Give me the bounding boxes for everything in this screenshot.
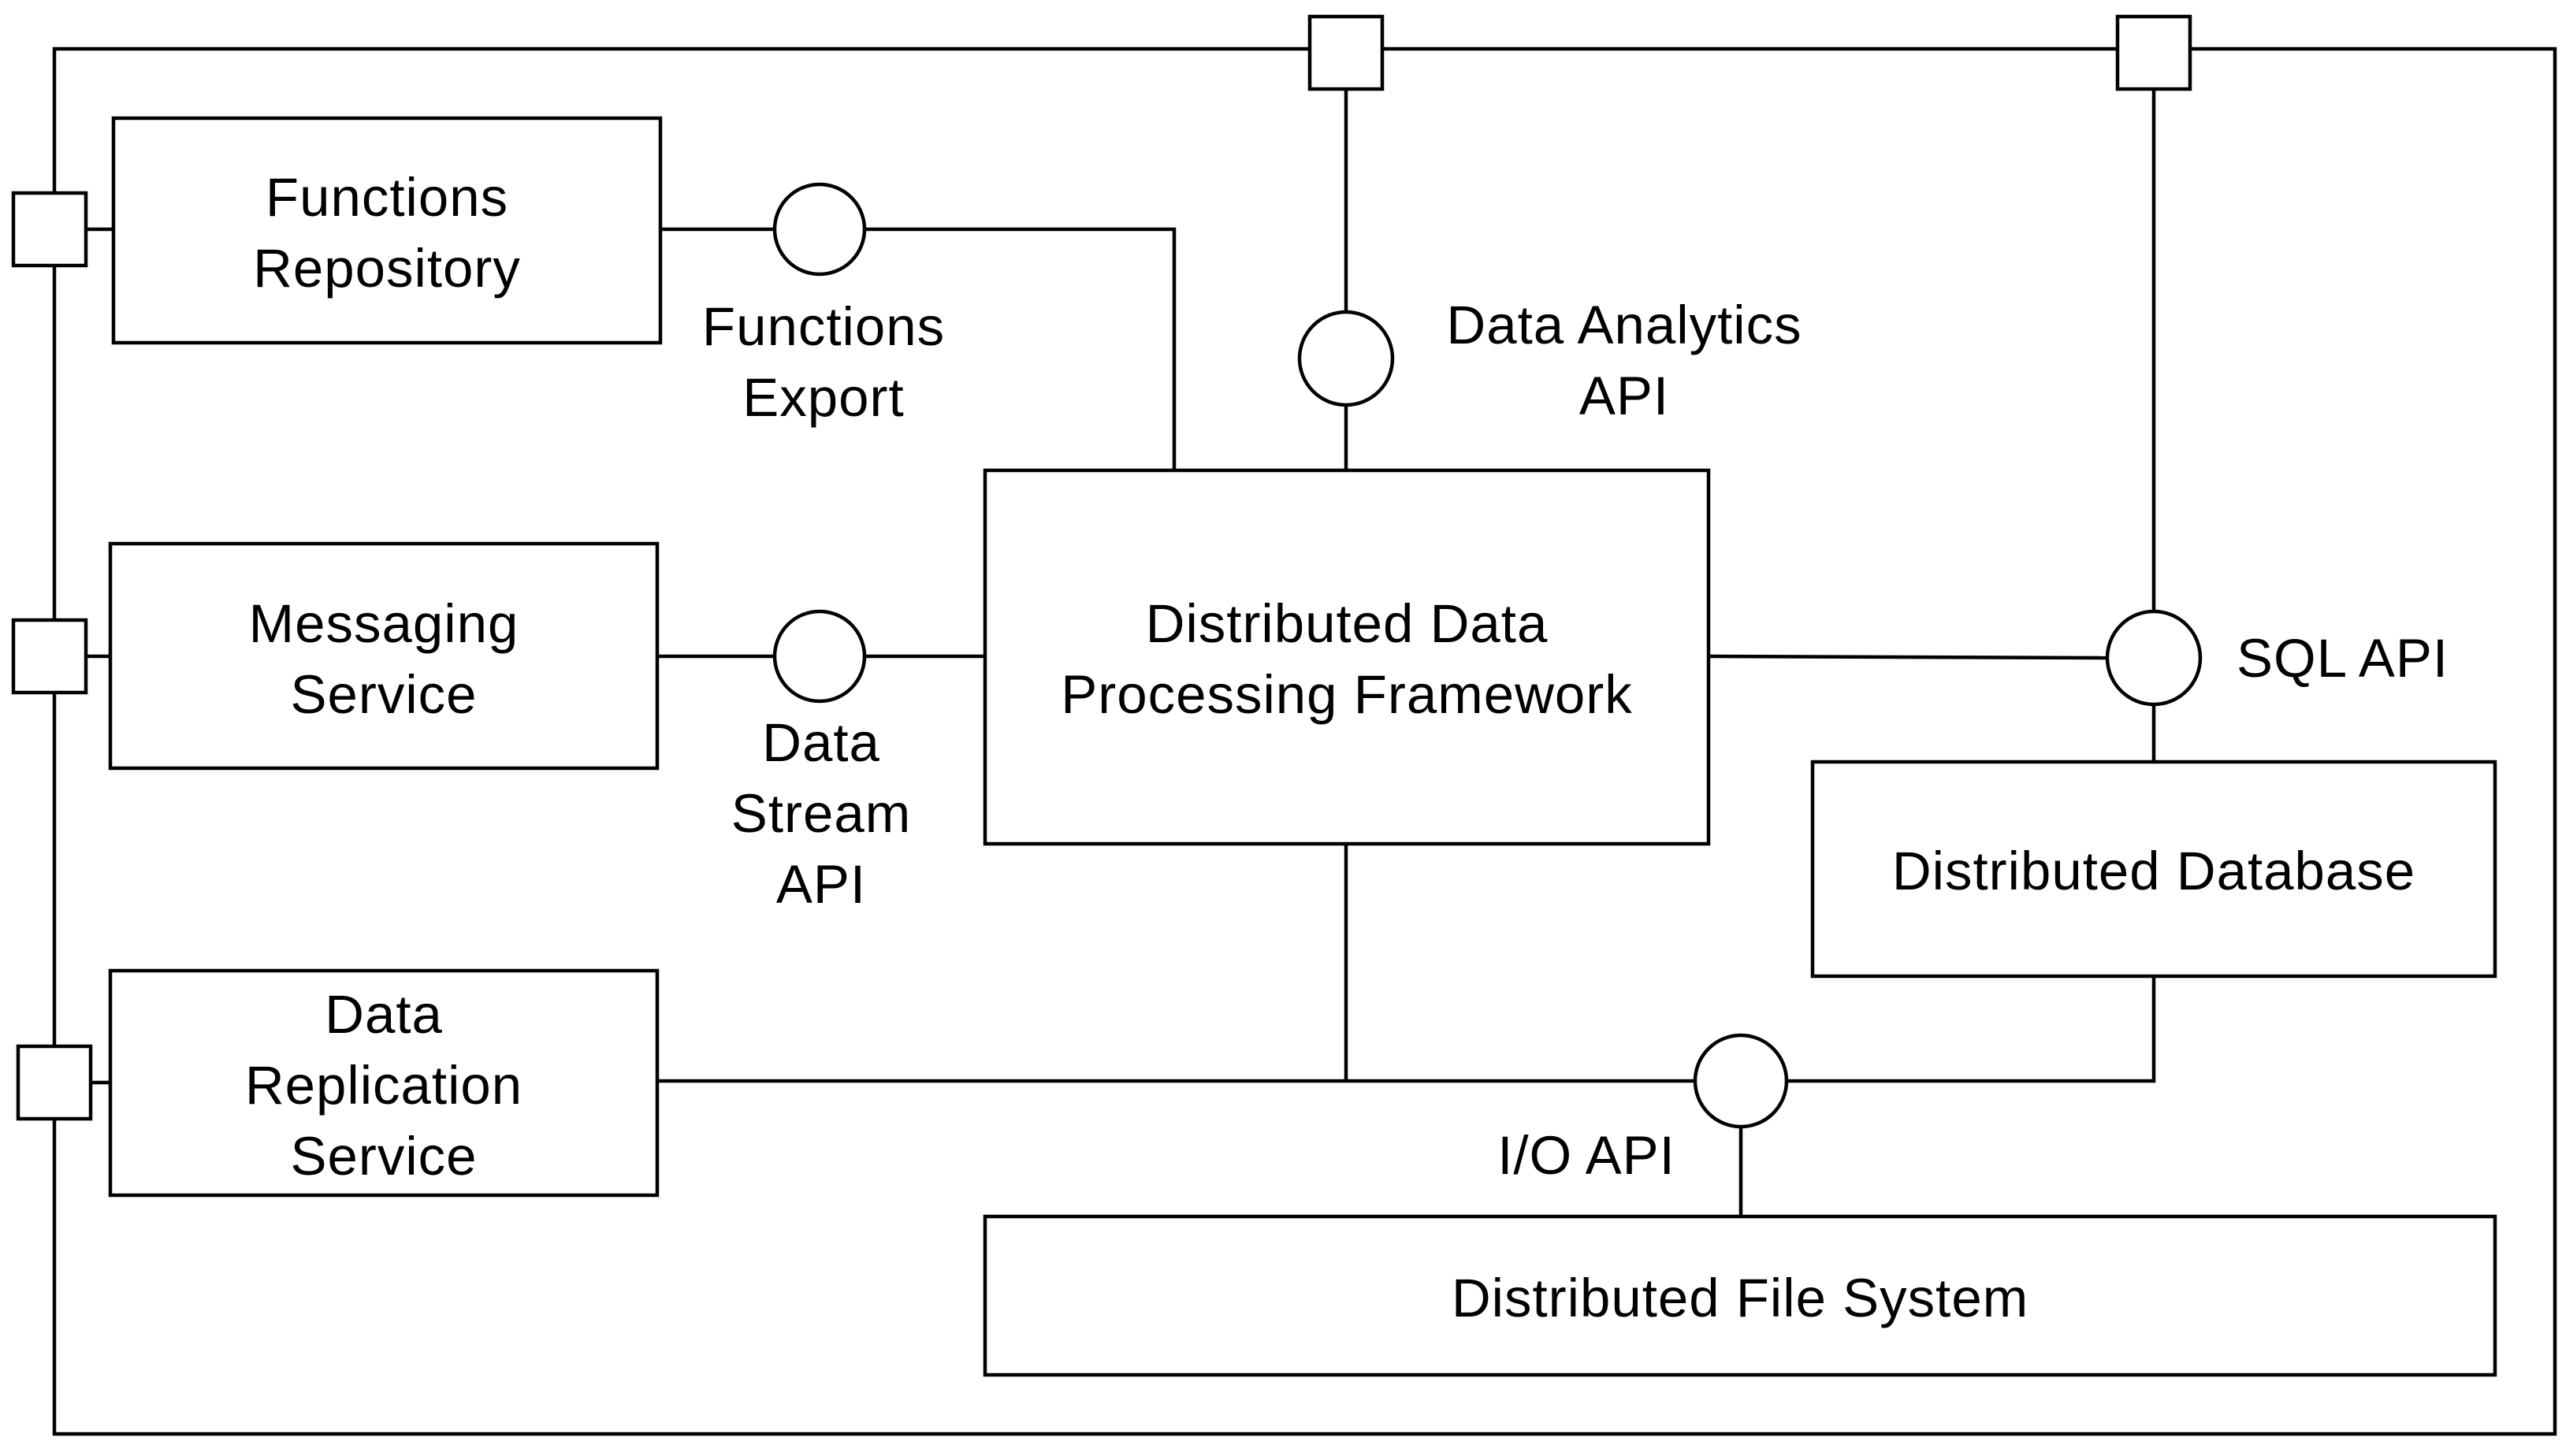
io-api-icon: [1693, 1033, 1789, 1129]
interface-functions-export: Functions Export: [702, 182, 945, 428]
data-analytics-api-label-line2: API: [1579, 366, 1669, 426]
framework-label-line2: Processing Framework: [1061, 664, 1633, 725]
functions-repository-box: [111, 116, 663, 345]
distributed-file-system-box: [983, 1214, 2497, 1377]
sql-api-icon: [2105, 609, 2203, 707]
port-functions-repository: [11, 191, 88, 268]
data-stream-api-label-line2: Stream: [731, 783, 911, 844]
interface-io-api: I/O API: [1497, 1033, 1789, 1186]
data-replication-service-label-line3: Service: [290, 1126, 477, 1187]
functions-export-icon: [772, 182, 867, 277]
interface-data-stream-api: Data Stream API: [731, 609, 911, 915]
data-analytics-api-icon: [1297, 310, 1395, 407]
interface-sql-api: SQL API: [2105, 609, 2449, 707]
functions-repository-label-line1: Functions: [266, 167, 508, 228]
framework-box: [983, 468, 1711, 846]
connector-framework-sql: [1708, 654, 2109, 660]
data-replication-service-box: [108, 968, 660, 1198]
sql-api-label: SQL API: [2237, 628, 2449, 689]
connector-database-io: [1786, 976, 2156, 1083]
data-analytics-api-label-line1: Data Analytics: [1446, 295, 1802, 355]
distributed-database-box: [1810, 760, 2497, 979]
messaging-service-label-line1: Messaging: [249, 593, 519, 654]
system-boundary: [52, 46, 2557, 1436]
port-data-analytics: [1307, 14, 1385, 91]
messaging-service-box: [108, 541, 660, 771]
port-sql: [2115, 14, 2192, 91]
ports: [11, 14, 2192, 1121]
functions-export-label-line1: Functions: [702, 296, 945, 357]
data-stream-api-label-line1: Data: [762, 712, 880, 773]
component-data-replication-service: Data Replication Service: [108, 968, 660, 1198]
functions-export-label-line2: Export: [742, 367, 904, 428]
connectors: [87, 88, 2156, 1216]
functions-repository-label-line2: Repository: [253, 238, 521, 299]
distributed-file-system-label: Distributed File System: [1452, 1268, 2028, 1328]
data-replication-service-label-line1: Data: [325, 984, 443, 1045]
io-api-label: I/O API: [1497, 1125, 1675, 1186]
interface-data-analytics-api: Data Analytics API: [1297, 295, 1802, 426]
component-distributed-database: Distributed Database: [1810, 760, 2497, 979]
port-data-replication-service: [16, 1044, 93, 1121]
data-replication-service-label-line2: Replication: [245, 1055, 522, 1116]
framework-label-line1: Distributed Data: [1146, 593, 1549, 654]
component-messaging-service: Messaging Service: [108, 541, 660, 771]
messaging-service-label-line2: Service: [290, 664, 477, 725]
component-functions-repository: Functions Repository: [111, 116, 663, 345]
distributed-database-label: Distributed Database: [1892, 841, 2415, 901]
connector-functions-export-framework: [865, 227, 1177, 471]
data-stream-api-label-line3: API: [776, 854, 866, 915]
component-distributed-data-processing-framework: Distributed Data Processing Framework: [983, 468, 1711, 846]
port-messaging-service: [11, 618, 88, 695]
component-distributed-file-system: Distributed File System: [983, 1214, 2497, 1377]
data-stream-api-icon: [772, 609, 867, 704]
